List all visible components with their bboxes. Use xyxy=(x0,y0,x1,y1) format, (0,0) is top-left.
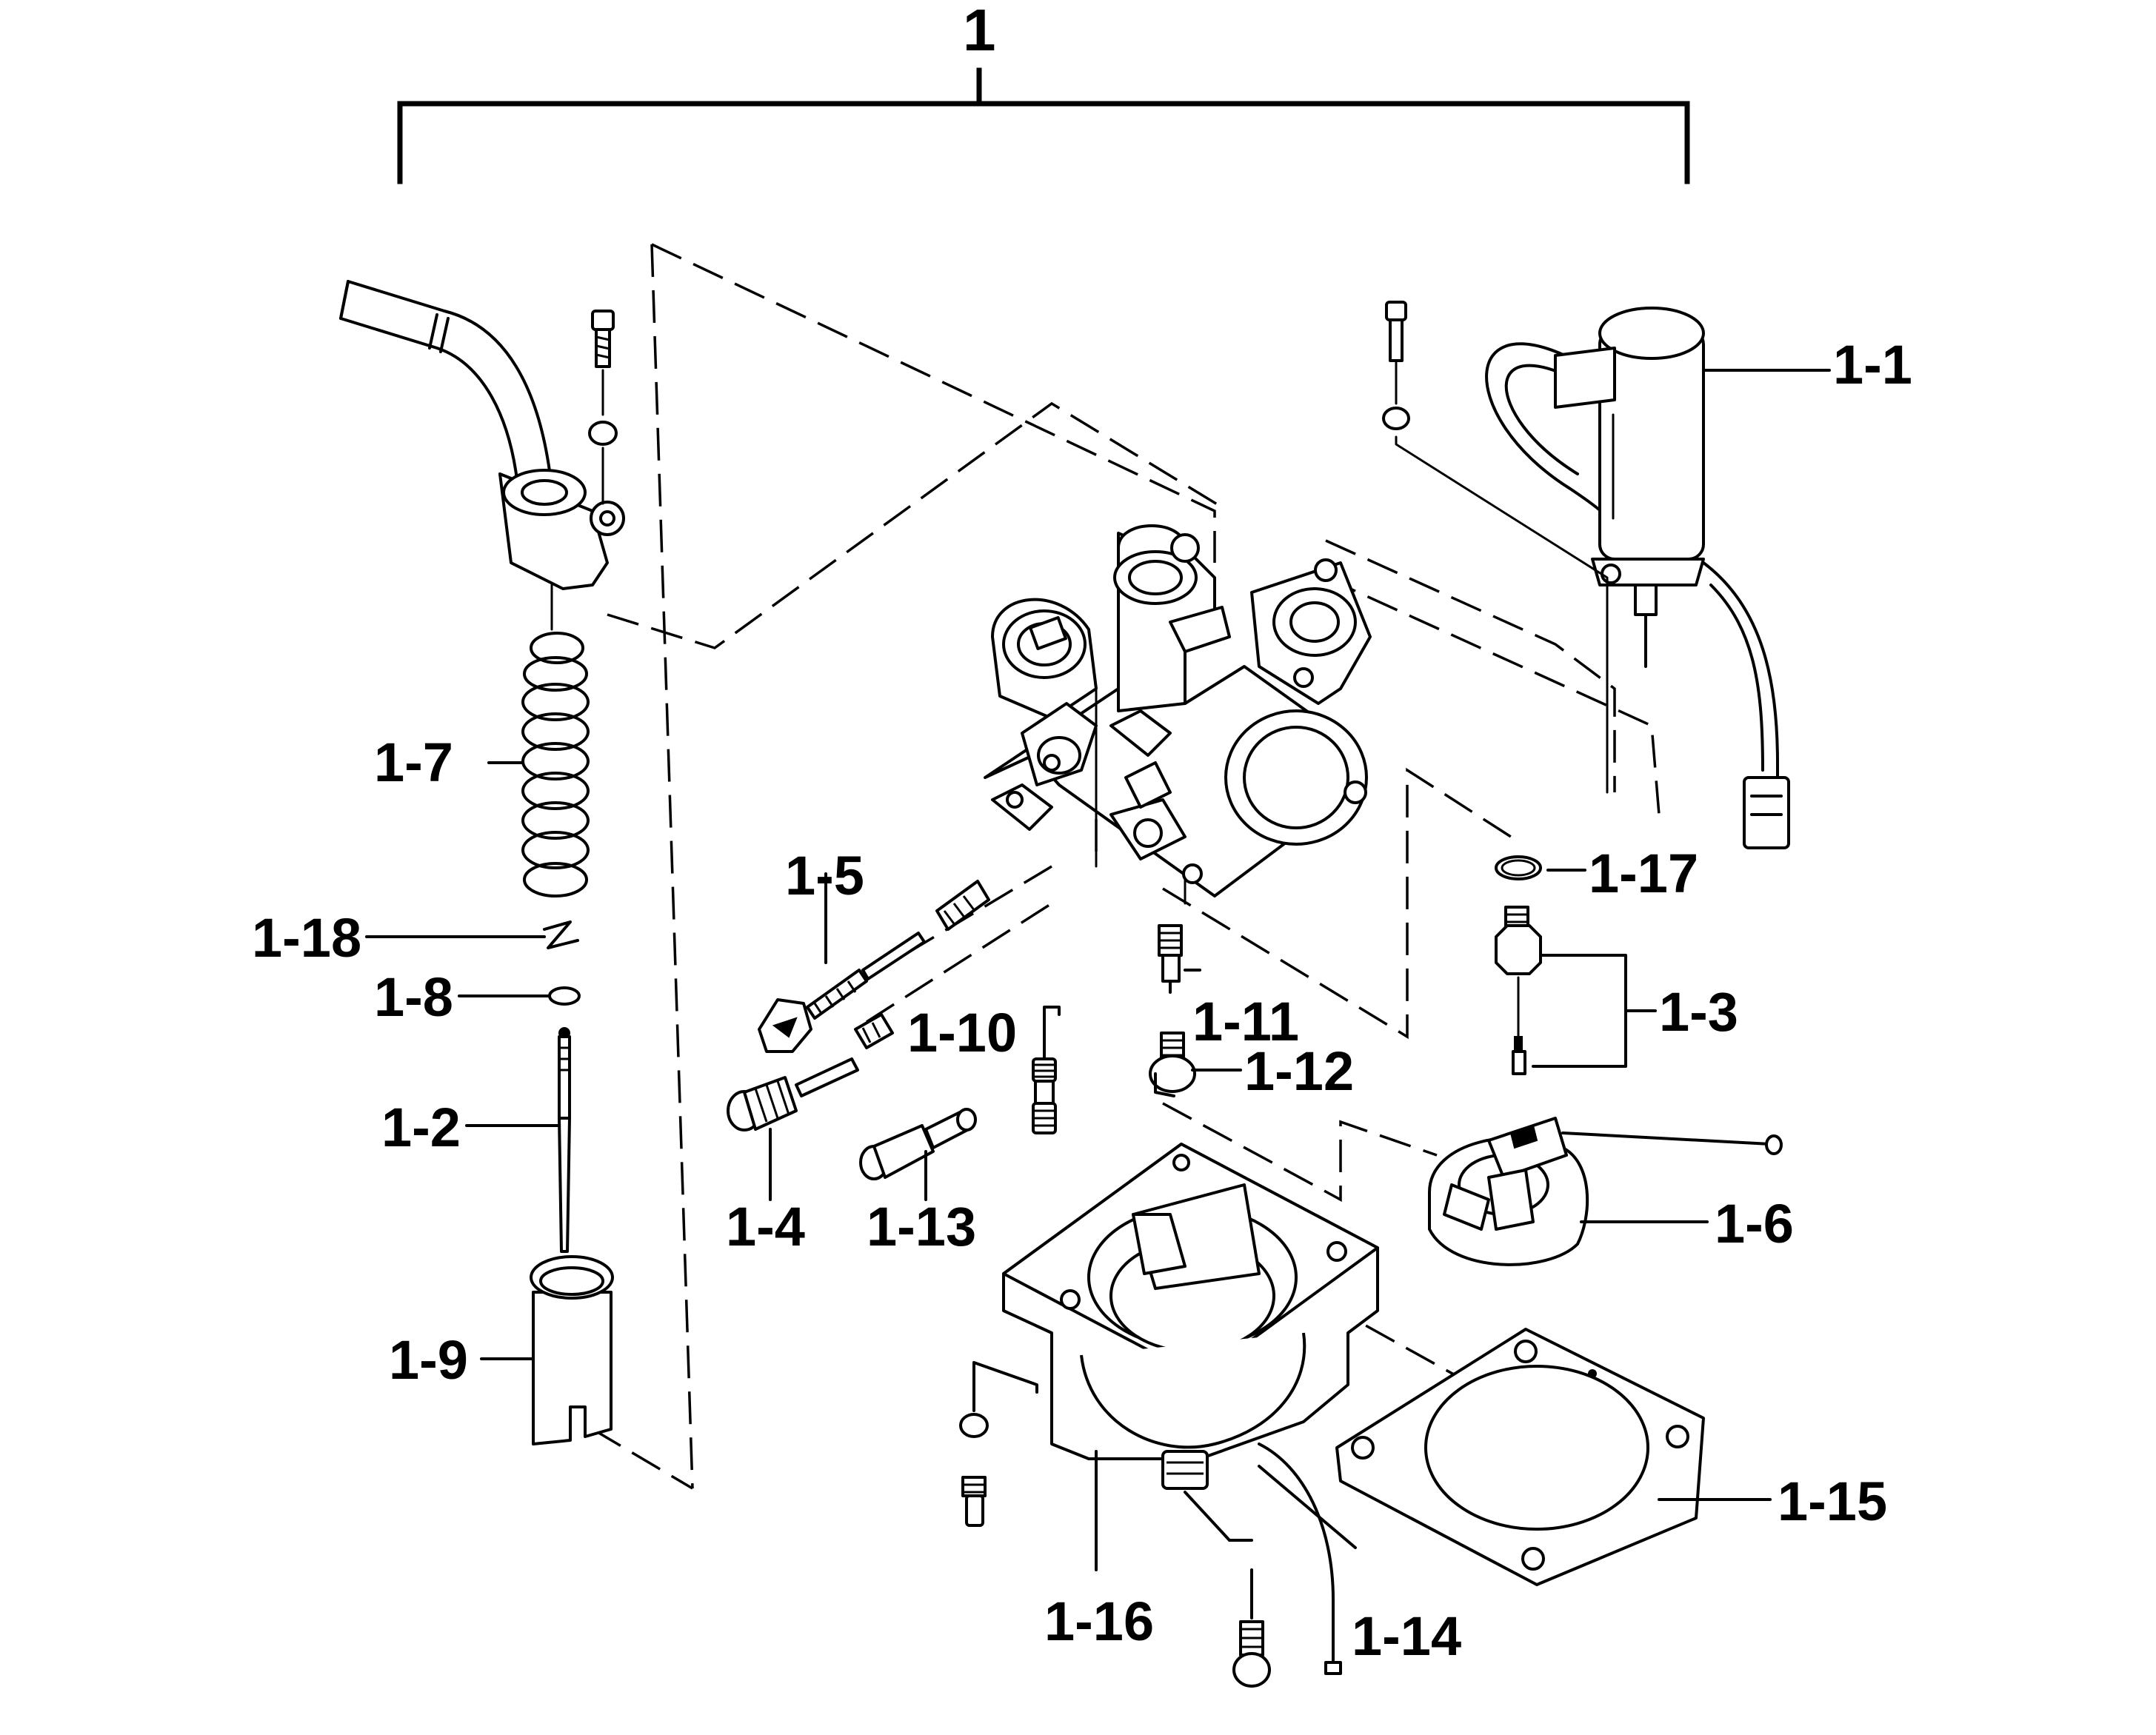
part-label-1-15: 1-15 xyxy=(1778,1471,1887,1532)
throttle-cable-elbow xyxy=(339,280,625,631)
assembly-bracket xyxy=(397,67,1690,184)
main-jet-holder xyxy=(1158,924,1201,994)
assembly-label: 1 xyxy=(963,0,996,63)
part-label-1-4: 1-4 xyxy=(726,1196,805,1257)
o-ring xyxy=(1495,855,1586,880)
part-label-1-6: 1-6 xyxy=(1715,1193,1794,1254)
needle-jet xyxy=(859,1108,977,1201)
part-label-1-14: 1-14 xyxy=(1352,1605,1461,1667)
needle-clip xyxy=(365,920,579,949)
throttle-slide xyxy=(480,1255,614,1445)
part-label-1-1: 1-1 xyxy=(1833,334,1912,395)
part-label-1-10: 1-10 xyxy=(907,1002,1017,1063)
pilot-jet xyxy=(1032,1006,1061,1134)
jet-needle xyxy=(465,1027,571,1253)
needle-e-ring xyxy=(458,986,581,1006)
part-label-1-8: 1-8 xyxy=(374,966,453,1028)
air-adjust-screw xyxy=(727,1013,894,1201)
part-label-1-18: 1-18 xyxy=(252,907,361,969)
part-label-1-7: 1-7 xyxy=(374,732,453,793)
part-label-1-5: 1-5 xyxy=(785,845,864,906)
float xyxy=(1428,1117,1783,1266)
starter-choke-unit xyxy=(1382,301,1831,849)
part-label-1-9: 1-9 xyxy=(389,1329,468,1391)
float-chamber xyxy=(959,1143,1379,1688)
float-chamber-gasket xyxy=(1335,1328,1772,1586)
part-label-1-13: 1-13 xyxy=(867,1196,976,1257)
part-label-1-3: 1-3 xyxy=(1659,981,1738,1043)
part-label-1-17: 1-17 xyxy=(1589,843,1698,904)
part-label-1-11: 1-11 xyxy=(1192,991,1299,1052)
main-jet xyxy=(1149,1032,1242,1097)
part-label-1-16: 1-16 xyxy=(1044,1591,1154,1652)
carburetor-body xyxy=(984,524,1372,905)
part-label-1-12: 1-12 xyxy=(1244,1040,1354,1102)
throttle-spring xyxy=(487,632,590,897)
float-needle-valve xyxy=(1495,906,1657,1075)
idle-adjust-screw xyxy=(758,872,990,1053)
part-label-1-2: 1-2 xyxy=(381,1097,461,1158)
